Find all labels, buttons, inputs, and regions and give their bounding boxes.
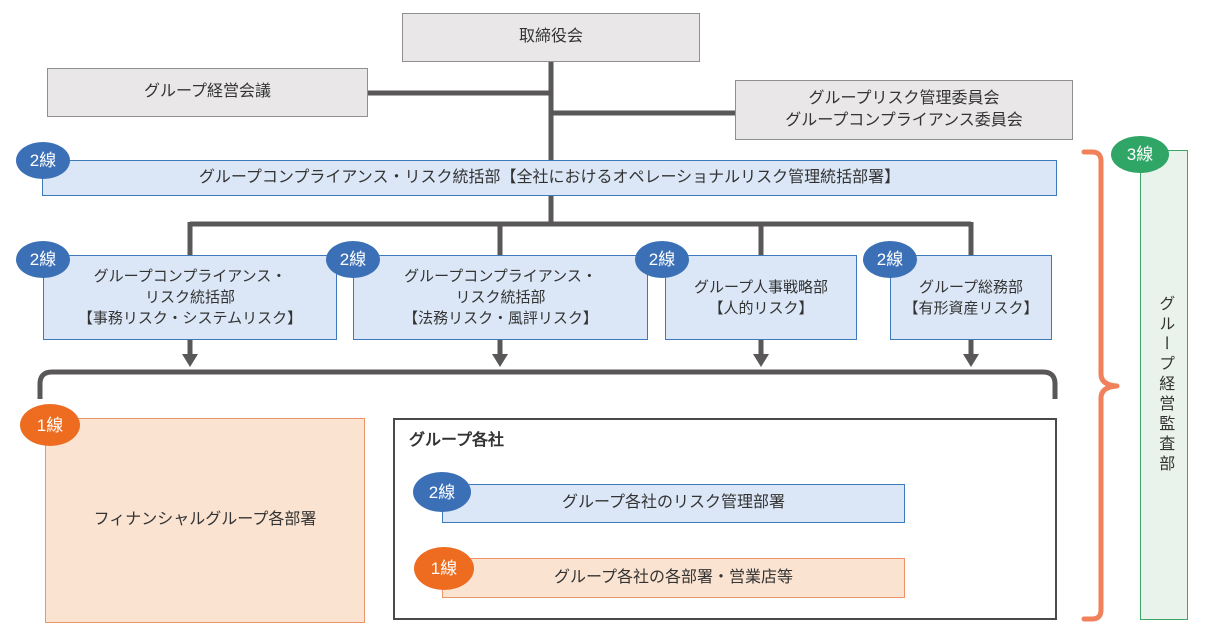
group-management-meeting-box: グループ経営会議 [47,68,368,117]
badge-label: 2線 [29,151,57,170]
financial-group-departments-label: フィナンシャルグループ各部署 [93,511,317,529]
compliance-risk-hq-label: グループコンプライアンス・リスク統括部【全社におけるオペレーショナルリスク管理統… [198,168,901,186]
dept-label-line: リスク統括部 [455,289,546,306]
third-line-badge: 3線 [1111,136,1169,173]
dept-general-affairs-box: グループ総務部 【有形資産リスク】 [890,255,1052,340]
committees-box: グループリスク管理委員会 グループコンプライアンス委員会 [735,80,1073,140]
group-companies-risk-dept-label: グループ各社のリスク管理部署 [561,494,786,512]
second-line-badge: 2線 [16,241,70,278]
second-line-badge: 2線 [326,241,380,278]
dept-label-line: グループコンプライアンス・ [404,268,597,285]
group-companies-title: グループ各社 [409,432,505,449]
collection-rail [37,369,1058,399]
dept-label-line: 【有形資産リスク】 [903,299,1039,317]
badge-label: 2線 [876,250,904,269]
second-line-badge: 2線 [863,241,917,278]
dept-label-line: リスク統括部 [144,289,235,306]
group-companies-branches-box: グループ各社の各部署・営業店等 [442,558,905,598]
second-line-badge: 2線 [413,472,471,512]
first-line-badge: 1線 [20,404,80,446]
dept-hr-strategy-box: グループ人事戦略部 【人的リスク】 [665,255,857,340]
board-of-directors-box: 取締役会 [402,13,700,62]
dept-label-line: グループ総務部 [918,278,1024,296]
second-line-badge: 2線 [635,241,689,278]
risk-committee-label: グループリスク管理委員会 [808,89,1000,107]
badge-label: 2線 [648,250,676,269]
group-audit-dept-box: グループ経営監査部 [1140,150,1188,620]
dept-office-system-risk-box: グループコンプライアンス・ リスク統括部 【事務リスク・システムリスク】 [43,255,337,340]
badge-label: 3線 [1126,145,1154,164]
third-line-brace [1081,149,1120,622]
dept-down-arrows [182,340,979,367]
badge-label: 1線 [430,559,458,578]
arrow-head [492,354,508,367]
board-of-directors-label: 取締役会 [518,28,583,46]
dept-label-line: グループコンプライアンス・ [93,268,287,285]
dept-label-line: 【人的リスク】 [708,299,814,317]
financial-group-departments-box: フィナンシャルグループ各部署 [45,418,365,623]
dept-label-line: グループ人事戦略部 [693,278,829,296]
dept-label-line: 【事務リスク・システムリスク】 [77,310,303,327]
arrow-head [963,354,979,367]
group-management-meeting-label: グループ経営会議 [143,83,272,101]
dept-legal-reputation-risk-box: グループコンプライアンス・ リスク統括部 【法務リスク・風評リスク】 [353,255,648,340]
badge-label: 2線 [29,250,57,269]
dept-label-line: 【法務リスク・風評リスク】 [403,310,598,327]
group-companies-branches-label: グループ各社の各部署・営業店等 [553,568,794,586]
first-line-badge: 1線 [414,547,474,590]
second-line-badge: 2線 [16,142,70,179]
badge-label: 1線 [36,415,64,435]
arrow-head [753,354,769,367]
compliance-committee-label: グループコンプライアンス委員会 [785,112,1023,129]
badge-label: 2線 [428,482,456,502]
compliance-risk-hq-box: グループコンプライアンス・リスク統括部【全社におけるオペレーショナルリスク管理統… [42,160,1057,196]
group-audit-dept-label: グループ経営監査部 [1156,295,1174,475]
arrow-head [182,354,198,367]
badge-label: 2線 [339,250,367,269]
group-companies-risk-dept-box: グループ各社のリスク管理部署 [442,484,905,523]
